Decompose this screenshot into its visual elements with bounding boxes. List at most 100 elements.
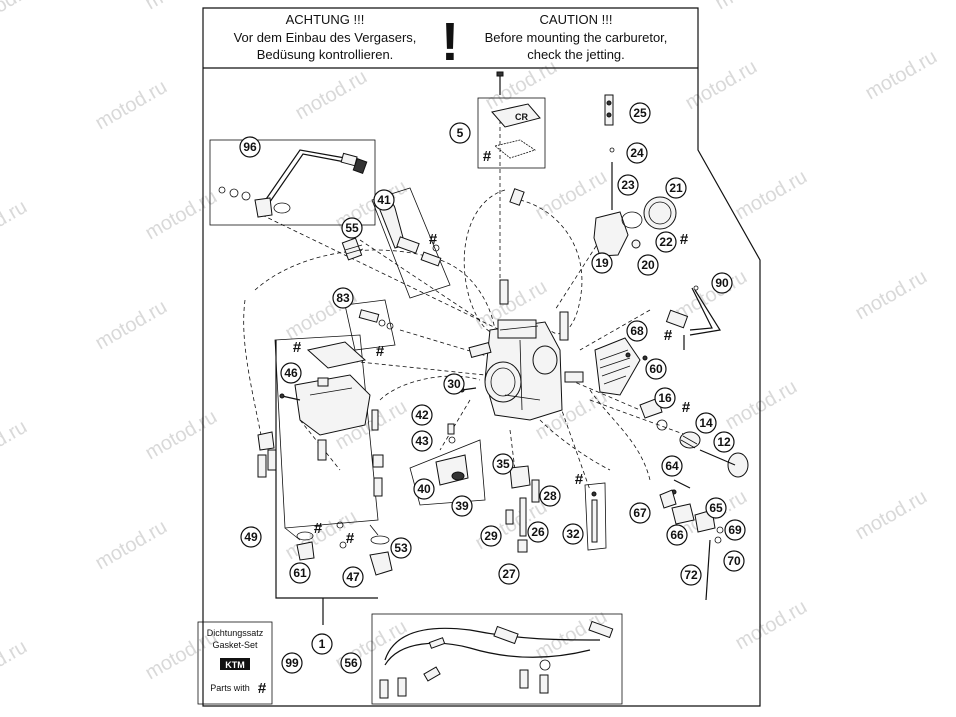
part-41-idle-adjuster <box>371 187 451 299</box>
watermark-text: motod.ru <box>92 76 171 135</box>
callout-23: 23 <box>617 174 639 196</box>
warning-title-en: CAUTION !!! <box>540 12 613 27</box>
callout-number: 12 <box>717 435 731 449</box>
callout-circle <box>239 136 261 158</box>
callout-circle <box>562 523 584 545</box>
part-68-pump-cover <box>594 337 648 396</box>
callout-circle <box>591 252 613 274</box>
callout-28: 28 <box>539 485 561 507</box>
gasket-set-marker: # <box>376 343 385 360</box>
callout-72: 72 <box>680 564 702 586</box>
callout-circle <box>539 485 561 507</box>
callout-19: 19 <box>591 252 613 274</box>
callout-32: 32 <box>562 523 584 545</box>
callout-circle <box>617 174 639 196</box>
watermark-text: motod.ru <box>142 186 221 245</box>
callout-35: 35 <box>492 453 514 475</box>
gasket-set-marker: # <box>680 231 689 248</box>
callout-number: 28 <box>543 489 557 503</box>
callout-65: 65 <box>705 497 727 519</box>
callout-29: 29 <box>480 525 502 547</box>
parts-19-25-choke-group <box>593 94 677 257</box>
callout-circle <box>449 122 471 144</box>
callout-circle <box>413 478 435 500</box>
callout-circle <box>373 189 395 211</box>
callout-circle <box>695 412 717 434</box>
callout-circle <box>666 524 688 546</box>
part-46-float-chamber <box>274 334 379 529</box>
screw-top-part <box>496 71 504 95</box>
part-96-sensor-cable <box>209 139 376 226</box>
callout-number: 32 <box>566 527 580 541</box>
group-bracket-49 <box>275 340 378 625</box>
callout-circle <box>680 564 702 586</box>
gasket-set-marker: # <box>664 327 673 344</box>
callout-circle <box>451 495 473 517</box>
callout-number: 24 <box>630 146 644 160</box>
callout-number: 43 <box>415 434 429 448</box>
callout-number: 70 <box>727 554 741 568</box>
callout-number: 53 <box>394 541 408 555</box>
callout-26: 26 <box>527 521 549 543</box>
header-warning: ACHTUNG !!! Vor dem Einbau des Vergasers… <box>234 12 668 72</box>
callout-circle <box>480 525 502 547</box>
callout-96: 96 <box>239 136 261 158</box>
callout-number: 39 <box>455 499 469 513</box>
float-chamber-small-parts <box>257 409 384 497</box>
gasket-set-marker: # <box>483 148 492 165</box>
callout-number: 67 <box>633 506 647 520</box>
callout-68: 68 <box>626 320 648 342</box>
callout-circle <box>498 563 520 585</box>
callout-number: 46 <box>284 366 298 380</box>
callout-circle <box>705 497 727 519</box>
legend-line1: Dichtungssatz <box>207 628 264 638</box>
throttle-shaft-parts <box>639 397 749 601</box>
callout-circle <box>311 633 333 655</box>
callout-30: 30 <box>443 373 465 395</box>
callout-circle <box>281 652 303 674</box>
callout-number: 72 <box>684 568 698 582</box>
legend-line3: Parts with <box>210 683 250 693</box>
warning-line2-de: Bedüsung kontrollieren. <box>257 47 394 62</box>
callout-25: 25 <box>629 102 651 124</box>
part-56-hose-set-box <box>371 613 623 705</box>
callout-55: 55 <box>341 217 363 239</box>
callout-22: 22 <box>655 231 677 253</box>
watermark-text: motod.ru <box>0 636 31 695</box>
callout-number: 96 <box>243 140 257 154</box>
callout-circle <box>629 102 651 124</box>
callout-number: 64 <box>665 459 679 473</box>
callout-circle <box>654 387 676 409</box>
legend-hash-symbol: # <box>258 680 267 697</box>
callout-12: 12 <box>713 431 735 453</box>
watermark-text: motod.ru <box>92 516 171 575</box>
callout-14: 14 <box>695 412 717 434</box>
callout-circle <box>280 362 302 384</box>
callout-circle <box>411 404 433 426</box>
callout-number: 5 <box>457 126 464 140</box>
callout-number: 16 <box>658 391 672 405</box>
callout-number: 83 <box>336 291 350 305</box>
callout-number: 66 <box>670 528 684 542</box>
callout-number: 25 <box>633 106 647 120</box>
callout-1: 1 <box>311 633 333 655</box>
warning-title-de: ACHTUNG !!! <box>286 12 365 27</box>
callout-number: 22 <box>659 235 673 249</box>
callout-circle <box>390 537 412 559</box>
callout-number: 30 <box>447 377 461 391</box>
diagram-frame <box>202 7 761 707</box>
callout-53: 53 <box>390 537 412 559</box>
callout-5: 5 <box>449 122 471 144</box>
gasket-set-marker: # <box>682 399 691 416</box>
callout-number: 26 <box>531 525 545 539</box>
part-83-needle-group <box>344 299 396 351</box>
callout-64: 64 <box>661 455 683 477</box>
callout-47: 47 <box>342 566 364 588</box>
callout-circle <box>723 550 745 572</box>
callout-number: 65 <box>709 501 723 515</box>
callout-circle <box>527 521 549 543</box>
callout-42: 42 <box>411 404 433 426</box>
gasket-set-marker: # <box>314 520 323 537</box>
